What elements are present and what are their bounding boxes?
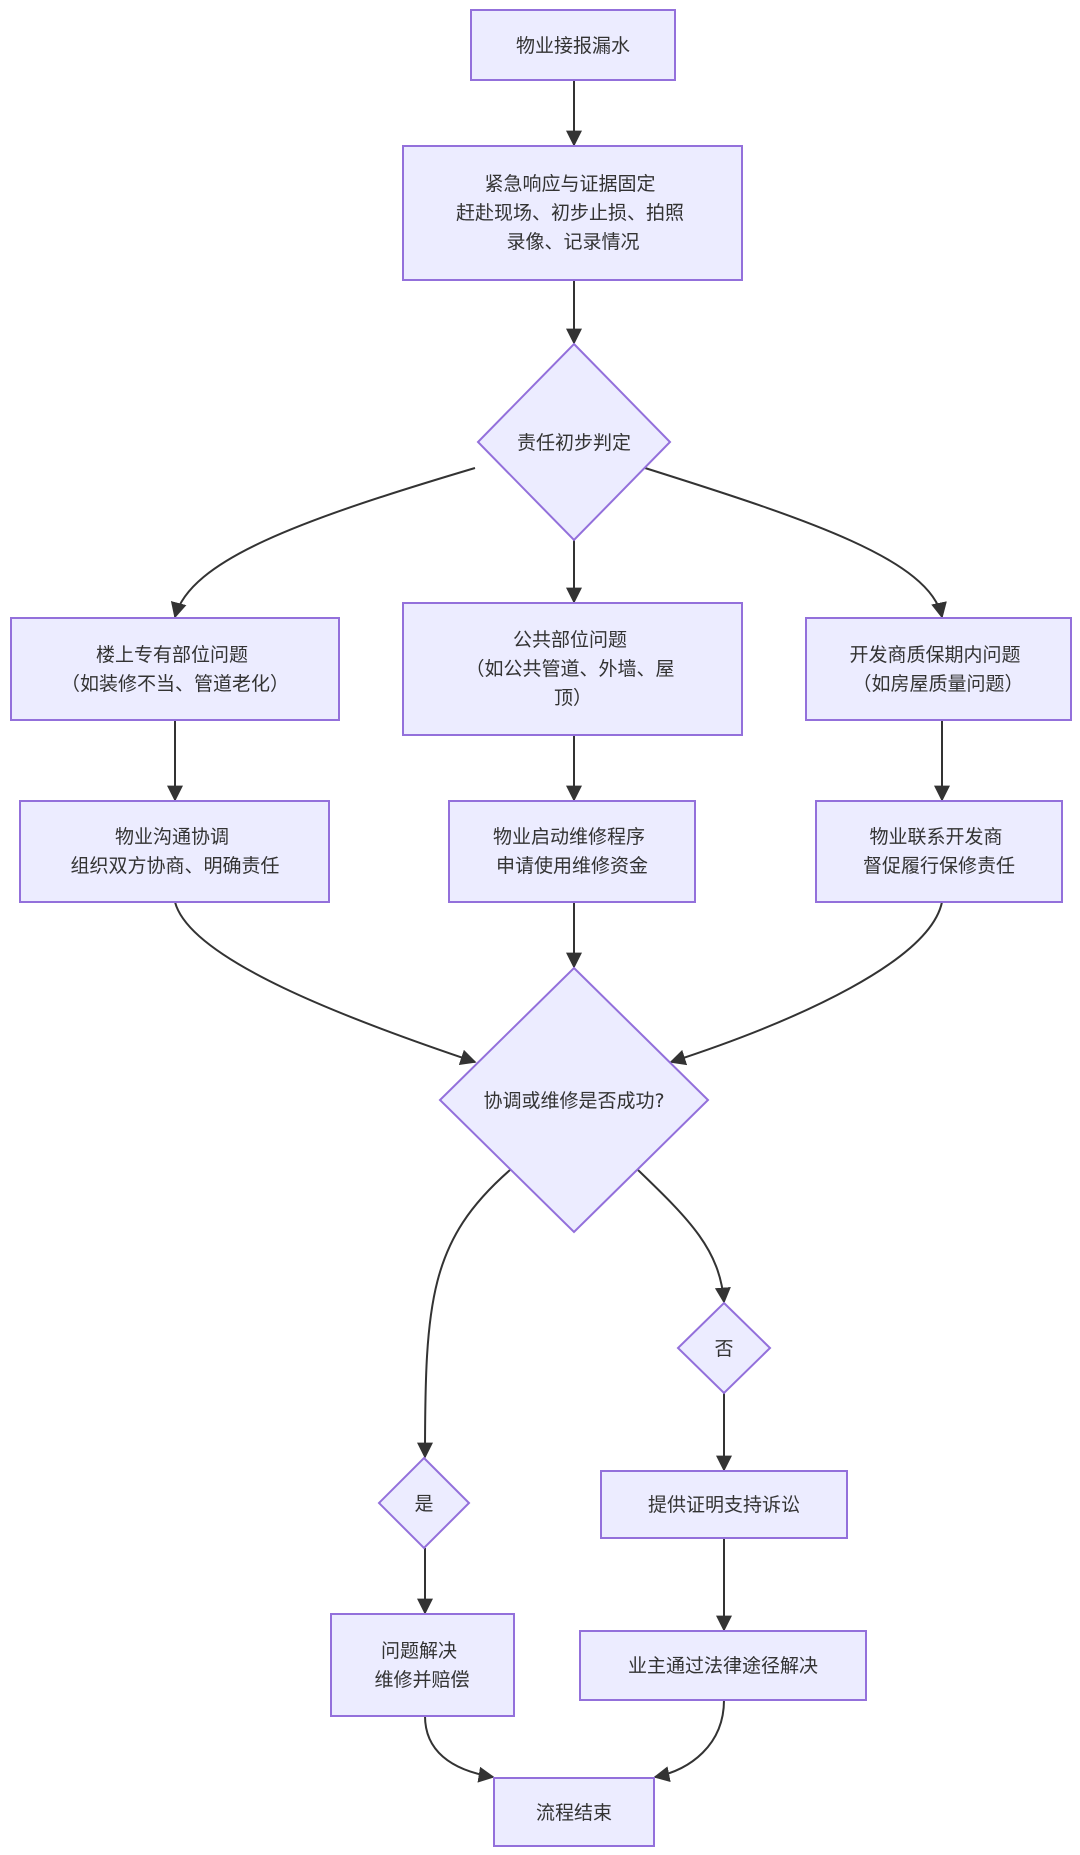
- svg-text:物业启动维修程序 申请使用维修资金: 物业启动维修程序 申请使用维修资金: [493, 826, 651, 877]
- node-upstairs-line-2: （如装修不当、管道老化）: [61, 673, 289, 695]
- svg-text:物业沟通协调 组织双方协商、明确责任: 物业沟通协调 组织双方协商、明确责任: [70, 826, 279, 877]
- node-emergency-line-2: 赶赴现场、初步止损、拍照: [456, 202, 684, 224]
- node-success-line-1: 协调或维修是否成功?: [483, 1090, 664, 1112]
- node-evidence: 提供证明支持诉讼: [600, 1470, 848, 1539]
- node-end-line-1: 流程结束: [536, 1802, 612, 1824]
- node-success: 协调或维修是否成功?: [438, 966, 710, 1234]
- svg-text:物业联系开发商 督促履行保修责任: 物业联系开发商 督促履行保修责任: [863, 826, 1015, 877]
- node-no-line-1: 否: [714, 1338, 733, 1360]
- node-repair-line-1: 物业启动维修程序: [493, 826, 645, 848]
- node-public-line-2: （如公共管道、外墙、屋: [465, 658, 674, 680]
- node-resolved-line-1: 问题解决: [381, 1640, 457, 1662]
- edges: [167, 80, 950, 1783]
- edge-coordinate-success: [174, 901, 477, 1065]
- svg-text:协调或维修是否成功?: 协调或维修是否成功?: [483, 1090, 664, 1112]
- node-resolved: 问题解决 维修并赔偿: [330, 1613, 515, 1717]
- node-evidence-line-1: 提供证明支持诉讼: [648, 1494, 800, 1516]
- edge-success-no: [637, 1169, 731, 1304]
- node-public-line-3: 顶）: [554, 687, 592, 709]
- node-yes-line-1: 是: [414, 1493, 433, 1515]
- node-contact-dev: 物业联系开发商 督促履行保修责任: [815, 800, 1063, 903]
- node-developer-line-1: 开发商质保期内问题: [849, 644, 1020, 666]
- node-upstairs: 楼上专有部位问题 （如装修不当、管道老化）: [10, 617, 340, 721]
- node-yes: 是: [377, 1456, 471, 1550]
- node-emergency-line-1: 紧急响应与证据固定: [484, 173, 655, 195]
- node-emergency-line-3: 录像、记录情况: [506, 231, 639, 253]
- svg-text:物业接报漏水: 物业接报漏水: [516, 35, 630, 57]
- svg-text:紧急响应与证据固定 赶赴现场、初步止损、拍照: 紧急响应与证据固定 赶赴现场、初步止损、拍照 录像、记录情况: [456, 173, 690, 253]
- node-contact-dev-line-2: 督促履行保修责任: [863, 855, 1015, 877]
- node-start: 物业接报漏水: [470, 9, 676, 81]
- node-coordinate-line-2: 组织双方协商、明确责任: [70, 855, 279, 877]
- node-public-line-1: 公共部位问题: [513, 629, 627, 651]
- node-judge: 责任初步判定: [476, 342, 672, 542]
- edge-legal-end: [653, 1699, 725, 1783]
- edge-resolved-end: [424, 1715, 495, 1783]
- svg-text:流程结束: 流程结束: [536, 1802, 612, 1824]
- node-emergency: 紧急响应与证据固定 赶赴现场、初步止损、拍照 录像、记录情况: [402, 145, 743, 281]
- node-contact-dev-line-1: 物业联系开发商: [869, 826, 1002, 848]
- svg-text:责任初步判定: 责任初步判定: [517, 432, 631, 454]
- node-resolved-line-2: 维修并赔偿: [374, 1669, 469, 1691]
- edge-judge-upstairs: [170, 467, 476, 619]
- node-legal-line-1: 业主通过法律途径解决: [628, 1655, 818, 1677]
- node-repair: 物业启动维修程序 申请使用维修资金: [448, 800, 696, 903]
- node-repair-line-2: 申请使用维修资金: [496, 855, 648, 877]
- svg-text:公共部位问题 （如公共管道、外墙、屋: 公共部位问题 （如公共管道、外墙、屋 顶）: [465, 629, 680, 709]
- node-coordinate: 物业沟通协调 组织双方协商、明确责任: [19, 800, 330, 903]
- svg-text:否: 否: [714, 1338, 733, 1360]
- edge-success-yes: [417, 1169, 511, 1459]
- svg-text:开发商质保期内问题 （如房屋质量问题）: 开发商质保期内问题 （如房屋质量问题）: [849, 644, 1026, 695]
- node-public: 公共部位问题 （如公共管道、外墙、屋 顶）: [402, 602, 743, 736]
- node-start-line-1: 物业接报漏水: [516, 35, 630, 57]
- svg-text:业主通过法律途径解决: 业主通过法律途径解决: [628, 1655, 818, 1677]
- node-developer: 开发商质保期内问题 （如房屋质量问题）: [805, 617, 1072, 721]
- svg-text:是: 是: [414, 1493, 433, 1515]
- edge-judge-developer: [644, 467, 947, 619]
- node-developer-line-2: （如房屋质量问题）: [852, 673, 1023, 695]
- node-legal: 业主通过法律途径解决: [579, 1630, 867, 1701]
- node-end: 流程结束: [493, 1777, 655, 1847]
- node-judge-line-1: 责任初步判定: [517, 432, 631, 454]
- node-coordinate-line-1: 物业沟通协调: [115, 826, 229, 848]
- edge-contactdev-success: [669, 901, 943, 1066]
- svg-text:提供证明支持诉讼: 提供证明支持诉讼: [648, 1494, 800, 1516]
- node-upstairs-line-1: 楼上专有部位问题: [96, 644, 248, 666]
- node-no: 否: [676, 1301, 772, 1395]
- svg-text:问题解决 维修并赔偿: 问题解决 维修并赔偿: [374, 1640, 469, 1691]
- svg-text:楼上专有部位问题 （如装修不当、管道老化）: 楼上专有部位问题 （如装修不当、管道老化）: [61, 644, 289, 695]
